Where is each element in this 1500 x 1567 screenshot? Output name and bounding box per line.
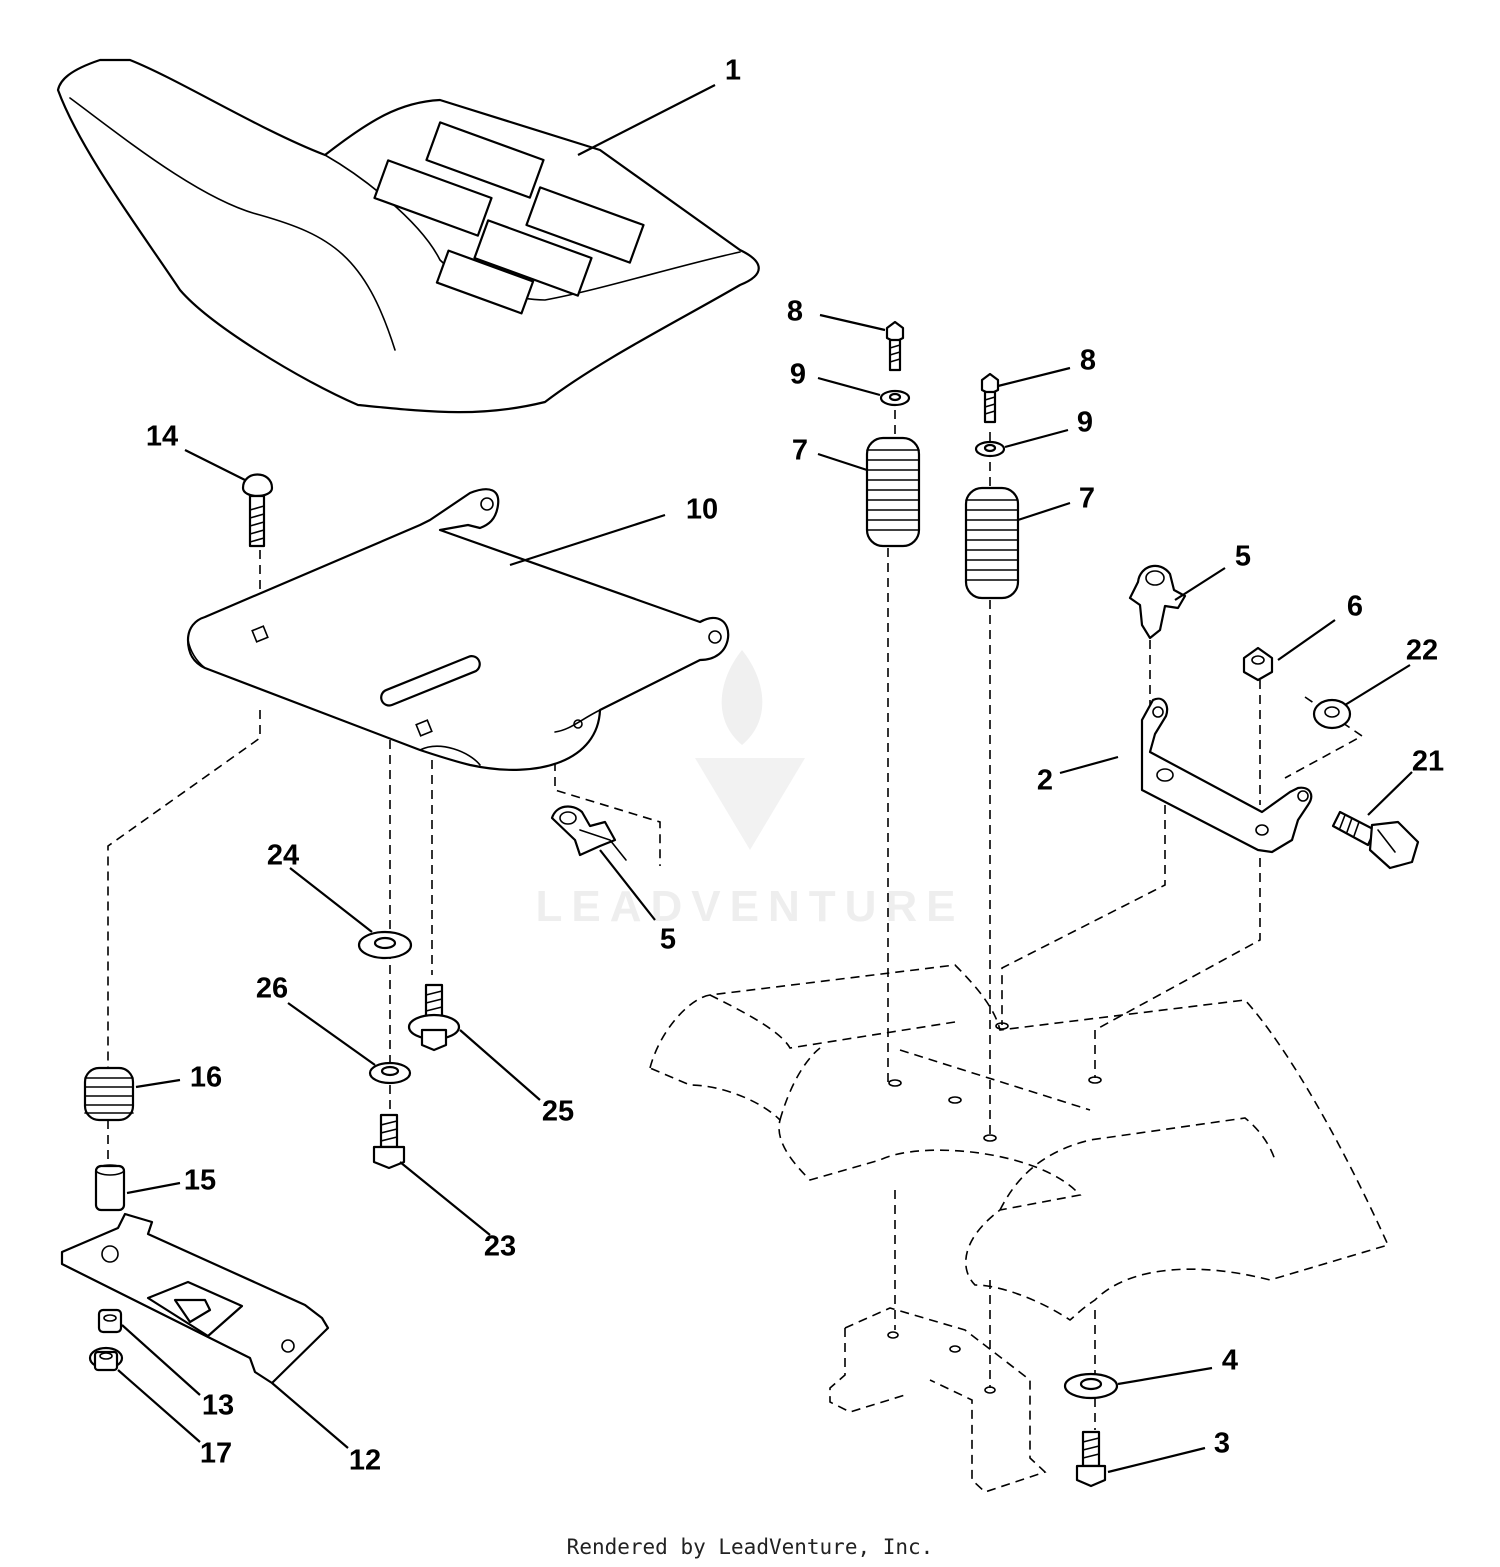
washer-part-9-right (974, 440, 1006, 458)
seat-track-part-12 (60, 1212, 330, 1385)
seat-pan-part-10 (186, 488, 730, 771)
callout-6: 6 (1347, 591, 1363, 623)
footer-credit: Rendered by LeadVenture, Inc. (566, 1535, 934, 1559)
spring-part-16 (83, 1066, 135, 1122)
callout-21: 21 (1412, 746, 1444, 778)
nut-part-13 (97, 1308, 123, 1334)
callout-10: 10 (686, 494, 718, 526)
callout-3: 3 (1214, 1428, 1230, 1460)
clip-part-5-upper (1128, 564, 1187, 640)
callout-12: 12 (349, 1445, 381, 1477)
callout-13: 13 (202, 1390, 234, 1422)
spring-part-7-right (964, 486, 1020, 600)
washer-part-24 (357, 930, 413, 960)
leader-lines (117, 84, 1413, 1474)
bracket-part-2 (1140, 697, 1313, 854)
callout-1: 1 (725, 55, 741, 87)
callout-numbers: 1 2 3 4 5 5 6 7 7 8 8 9 9 10 12 13 14 15… (146, 55, 1444, 1477)
callout-17: 17 (200, 1438, 232, 1470)
callout-16: 16 (190, 1062, 222, 1094)
washer-part-9-left (879, 389, 911, 407)
hex-bolt-part-3 (1075, 1430, 1107, 1488)
washer-part-4 (1063, 1372, 1119, 1400)
callout-23: 23 (484, 1231, 516, 1263)
flange-bolt-part-25 (407, 983, 461, 1052)
callout-14: 14 (146, 421, 178, 453)
shoulder-bolt-part-21 (1331, 810, 1420, 870)
tractor-frame (649, 964, 1390, 1493)
callout-7-right: 7 (1079, 483, 1095, 515)
callout-8-right: 8 (1080, 345, 1096, 377)
callout-5-upper: 5 (1235, 541, 1251, 573)
watermark-text: LEADVENTURE (535, 882, 964, 931)
callout-2: 2 (1037, 765, 1053, 797)
hex-bolt-part-23 (372, 1113, 406, 1170)
hex-nut-part-6 (1242, 646, 1274, 682)
lock-washer-part-26 (368, 1061, 412, 1085)
callout-25: 25 (542, 1096, 574, 1128)
callout-5-lower: 5 (660, 924, 676, 956)
bolt-part-8-left (885, 320, 905, 372)
carriage-bolt-part-14 (241, 473, 274, 548)
nut-part-22 (1312, 698, 1352, 730)
callout-9-right: 9 (1077, 407, 1093, 439)
callout-26: 26 (256, 973, 288, 1005)
callout-22: 22 (1406, 635, 1438, 667)
spring-part-7-left (865, 436, 921, 548)
callout-4: 4 (1222, 1345, 1238, 1377)
seat-part-1 (56, 58, 760, 414)
callout-7-left: 7 (792, 435, 808, 467)
callout-24: 24 (267, 840, 299, 872)
bolt-part-8-right (980, 372, 1000, 424)
callout-9-left: 9 (790, 359, 806, 391)
clip-part-5-lower (550, 805, 627, 861)
flange-nut-part-17 (88, 1346, 124, 1372)
spacer-part-15 (94, 1164, 126, 1212)
callout-8-left: 8 (787, 296, 803, 328)
watermark: LEADVENTURE (535, 650, 964, 931)
callout-15: 15 (184, 1165, 216, 1197)
